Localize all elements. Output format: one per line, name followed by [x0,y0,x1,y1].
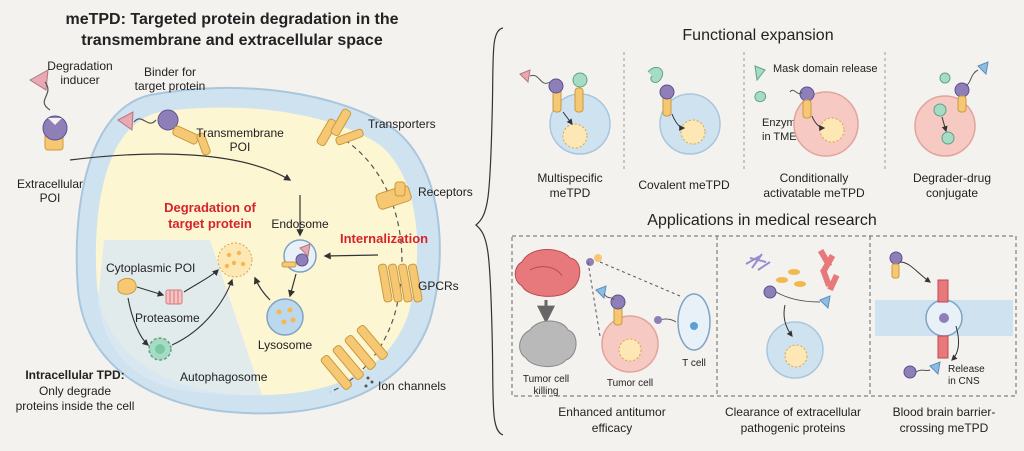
arrow-endosome-to-lysosome [288,273,297,298]
app-tumor-cell: Tumor cell [607,378,653,389]
label-degradation-of-target-1: Degradation of [164,200,256,215]
functional-expansion-title: Functional expansion [682,27,833,44]
label-binder-1: Binder for [144,65,196,79]
app-t-cell: T cell [682,358,706,369]
label-extracellular-poi-2: POI [40,191,61,205]
binder-protein-icon [157,109,211,156]
gpcrs-icon [377,263,423,303]
fx-ddc-label-2: conjugate [926,186,978,200]
arrow-poi-to-autophagosome [127,297,149,346]
app-bbb-label-1: Blood brain barrier- [893,405,996,419]
fx-enzyme-label-1: Enzyme [762,117,802,129]
label-lysosome: Lysosome [258,338,313,352]
label-transporters: Transporters [368,117,436,131]
fx-conditional-label-2: activatable meTPD [763,186,865,200]
app-antitumor-label-2: efficacy [592,421,632,435]
main-title-line2: transmembrane and extracellular space [81,32,383,49]
app-tumor-killing-1: Tumor cell [523,374,569,385]
extracellular-poi-icon [42,115,68,151]
fx-conditional-label-1: Conditionally [780,171,849,185]
fx-ddc-diagram [914,61,989,157]
fx-multispecific-diagram [519,69,611,155]
label-intracellular-tpd-2: Only degrade [39,384,111,398]
autophagosome-icon [148,337,172,361]
label-degradation-inducer-1: Degradation [47,59,112,73]
degraded-peptides-icon [217,242,253,278]
app-clearance-label-2: pathogenic proteins [741,421,846,435]
receptors-icon [375,181,412,210]
arrow-internalization [323,252,379,260]
ion-channels-icon [320,324,388,390]
label-intracellular-tpd-3: proteins inside the cell [16,399,135,413]
section-brace [475,27,504,436]
app-clearance-label-1: Clearance of extracellular [725,405,861,419]
lysosome [266,298,304,336]
app-antitumor-diagram [514,249,711,373]
endosome [281,239,317,273]
fx-mask-release-label: Mask domain release [773,63,878,75]
label-proteasome: Proteasome [135,311,200,325]
label-gpcrs: GPCRs [418,279,459,293]
label-transmembrane-poi-2: POI [230,140,251,154]
arrow-poi-to-proteasome [136,286,165,297]
transporters-icon [316,108,364,147]
cytoplasmic-poi-icon [117,277,137,295]
app-antitumor-label-1: Enhanced antitumor [558,405,665,419]
label-degradation-of-target-2: target protein [168,216,252,231]
app-clearance-diagram [745,249,840,379]
label-extracellular-poi-1: Extracellular [17,177,83,191]
label-binder-2: target protein [135,79,206,93]
app-release-cns-2: in CNS [948,376,980,387]
label-degradation-inducer-2: inducer [60,73,99,87]
applications-title: Applications in medical research [647,212,876,229]
arrow-lysosome-to-degradation [253,276,271,301]
label-endosome: Endosome [271,217,329,231]
intracellular-region [98,240,262,396]
label-cytoplasmic-poi: Cytoplasmic POI [106,261,195,275]
fx-enzyme-label-2: in TME [762,131,797,143]
app-tumor-killing-2: killing [533,386,558,397]
arrow-extracellular-to-endosome [69,153,292,181]
app-release-cns-1: Release [948,364,985,375]
fx-covalent-diagram [647,67,721,155]
label-internalization: Internalization [340,231,428,246]
apps-box [511,235,1017,397]
app-bbb-diagram [875,251,1013,379]
main-title-line1: meTPD: Targeted protein degradation in t… [65,11,398,28]
label-autophagosome: Autophagosome [180,370,268,384]
label-receptors: Receptors [418,185,473,199]
degradation-inducer-icon [29,69,49,91]
label-transmembrane-poi-1: Transmembrane [196,126,284,140]
fx-covalent-label: Covalent meTPD [638,178,730,192]
binder-linker [133,118,157,124]
app-bbb-label-2: crossing meTPD [900,421,989,435]
fx-ddc-label-1: Degrader-drug [913,171,991,185]
arrow-autophagosome-to-degradation [171,278,234,346]
label-intracellular-tpd-1: Intracellular TPD: [25,368,124,382]
binder-triangle-icon [117,111,134,131]
cell [75,86,441,415]
fx-multispecific-label-1: Multispecific [537,171,602,185]
fx-conditional-diagram [754,65,859,157]
arrow-proteasome-to-degradation [183,269,219,293]
label-ion-channels: Ion channels [378,379,446,393]
fx-multispecific-label-2: meTPD [550,186,591,200]
proteasome-icon [165,289,183,305]
linker-wavy [43,81,51,111]
